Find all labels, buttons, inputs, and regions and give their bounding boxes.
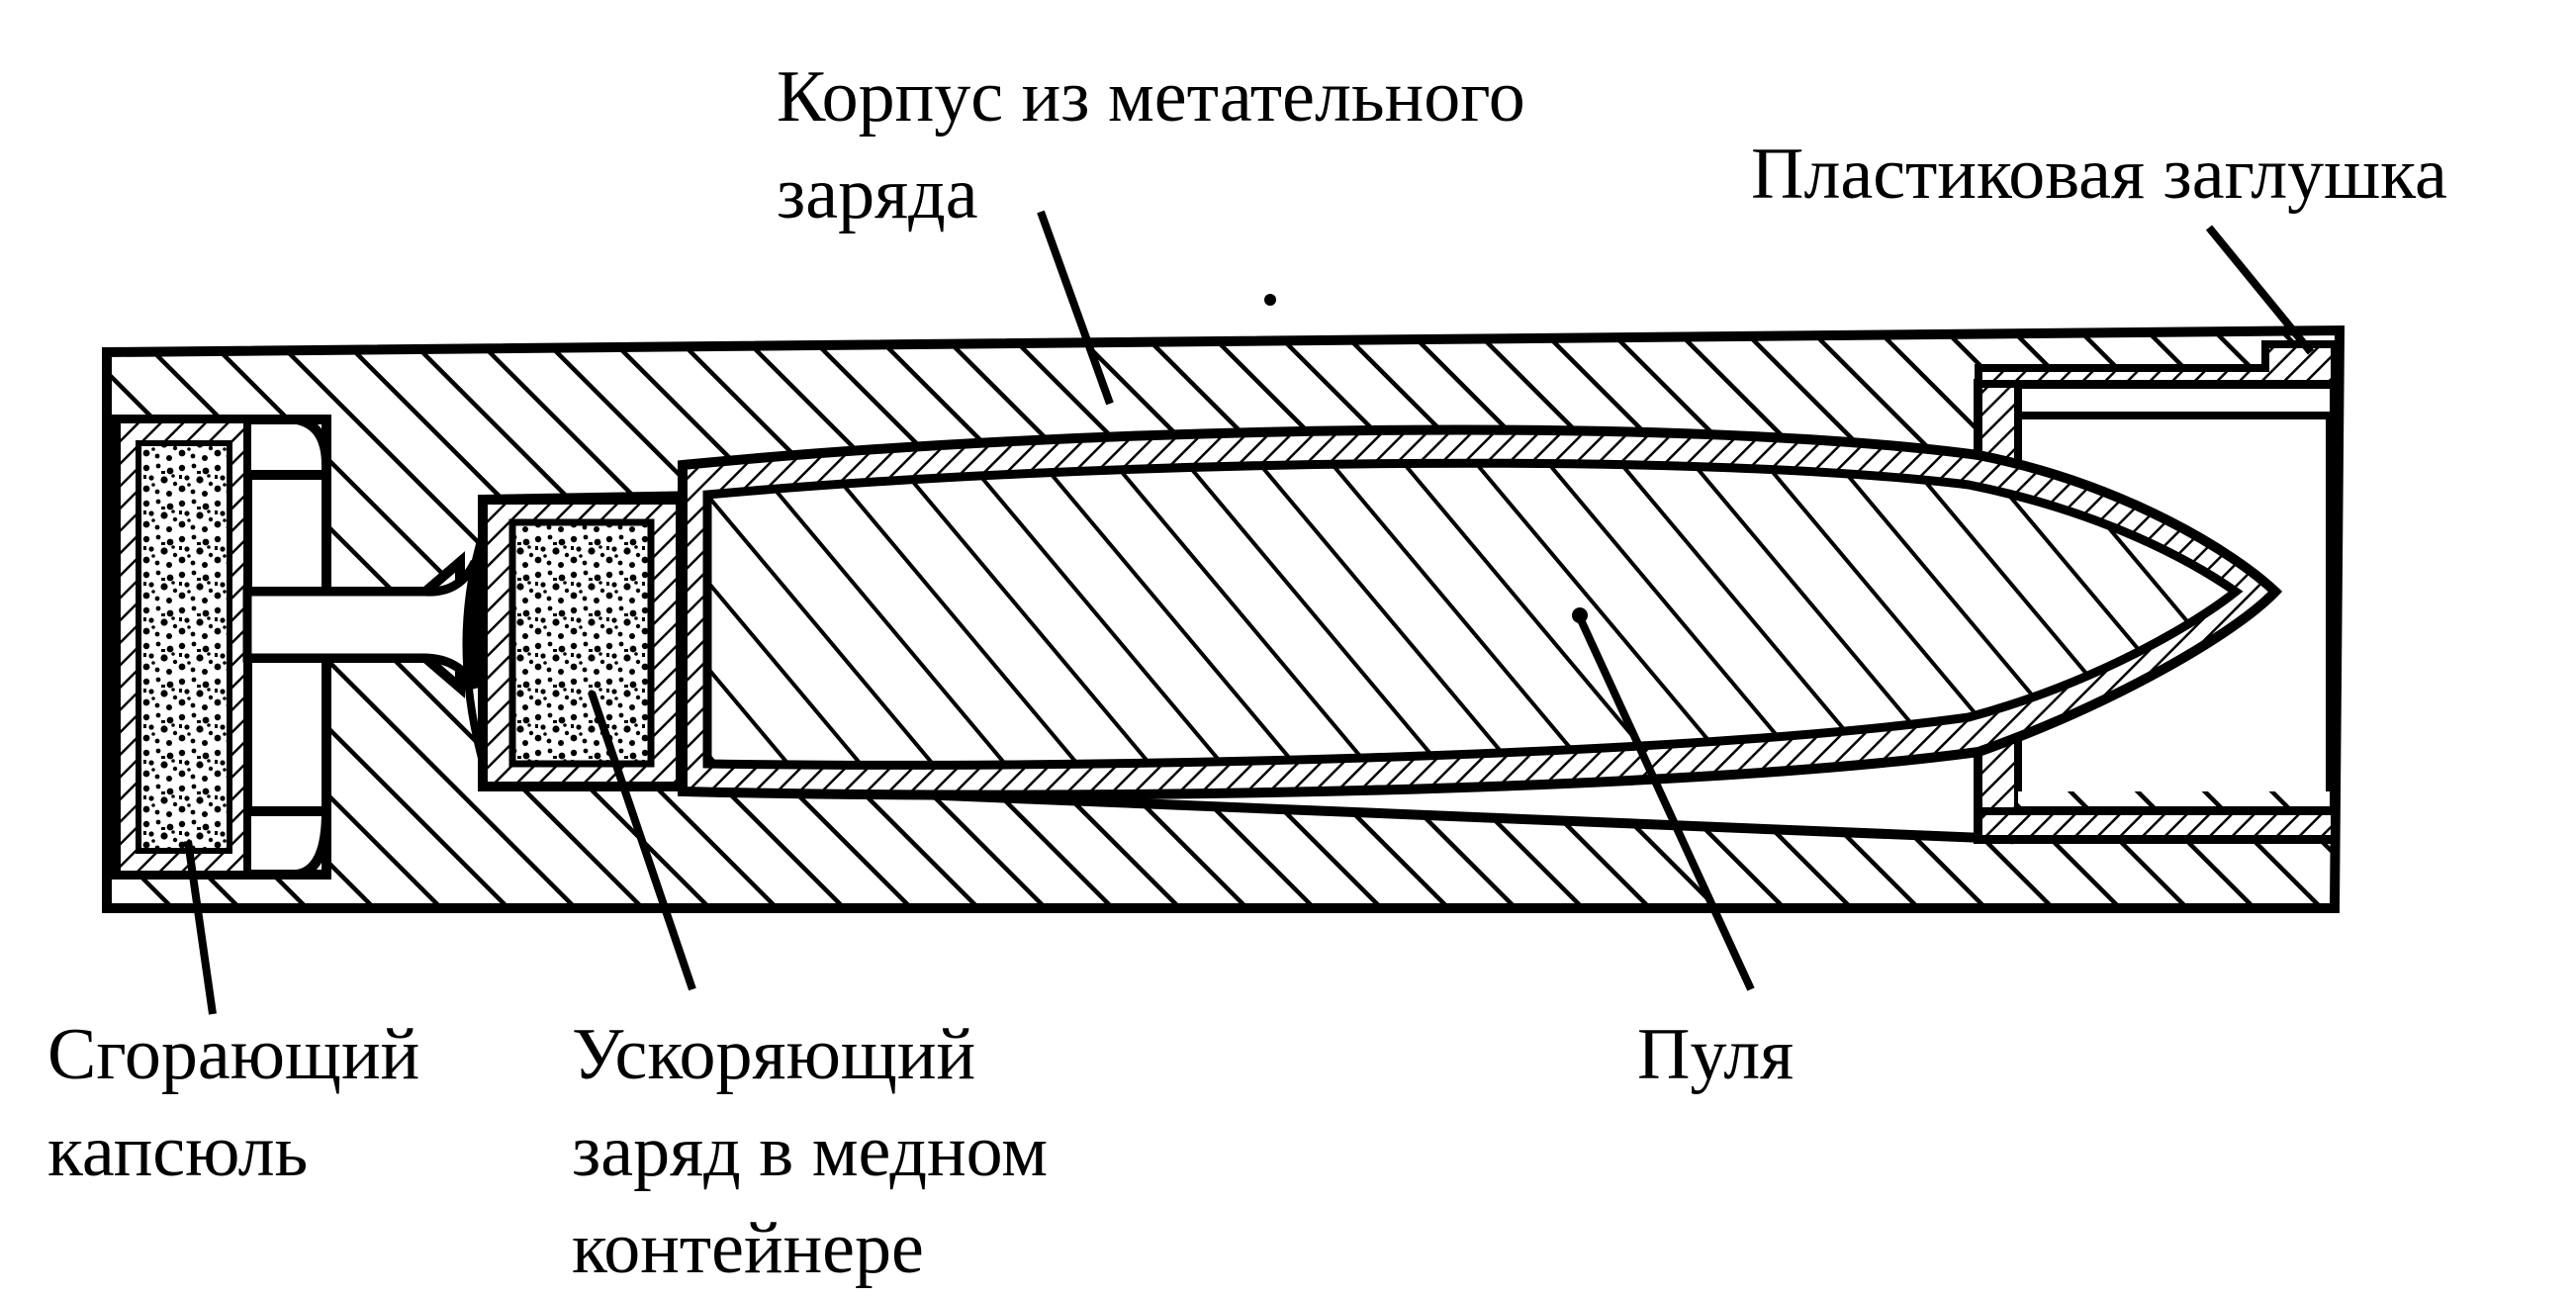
- booster-charge: [508, 518, 655, 768]
- leader-booster: [588, 691, 696, 991]
- plastic-plug-lower: [1975, 807, 2339, 843]
- bullet-core: [702, 458, 2244, 770]
- label-booster-line1: Ускоряющий: [572, 1014, 975, 1095]
- booster-front-cap: [462, 532, 487, 764]
- leader-primer: [184, 840, 217, 1015]
- speck-1: [1264, 294, 1276, 306]
- plastic-plug: [1975, 340, 2339, 388]
- label-booster-line2: заряд в медном: [572, 1111, 1048, 1192]
- leader-bullet: [1574, 611, 1755, 991]
- combustible-primer: [136, 440, 232, 854]
- label-casing-line1: Корпус из метательного: [777, 56, 1525, 138]
- label-primer-line2: капсюль: [47, 1111, 308, 1192]
- leader-bullet-dot: [1572, 607, 1588, 623]
- flash-channel: [242, 559, 480, 691]
- plug-hatch-front: [2018, 791, 2330, 806]
- label-bullet: Пуля: [1637, 1014, 1794, 1095]
- label-booster-line3: контейнере: [572, 1208, 924, 1289]
- leader-plug: [2205, 225, 2315, 355]
- leader-casing: [1037, 210, 1114, 406]
- label-plug: Пластиковая заглушка: [1751, 134, 2447, 215]
- label-casing-line2: заряда: [777, 153, 978, 234]
- label-primer-line1: Сгорающий: [47, 1014, 419, 1095]
